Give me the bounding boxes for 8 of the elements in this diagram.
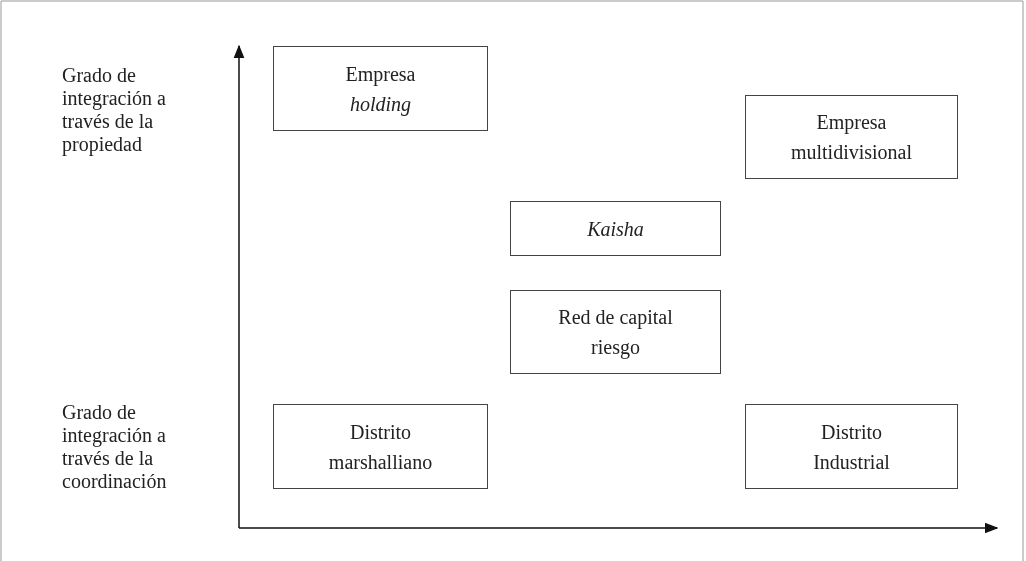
axis-label: Grado de integración a través de la coordinación [62, 401, 168, 493]
category-box: Empresa multidivisional [745, 95, 958, 179]
category-box: Distrito marshalliano [273, 404, 488, 489]
category-box: Distrito Industrial [745, 404, 958, 489]
category-box: Red de capital riesgo [510, 290, 721, 374]
axis-label: Grado de integración a través de la propiedad [62, 64, 167, 156]
category-box: Kaisha [510, 201, 721, 256]
category-box: Empresa holding [273, 46, 488, 131]
